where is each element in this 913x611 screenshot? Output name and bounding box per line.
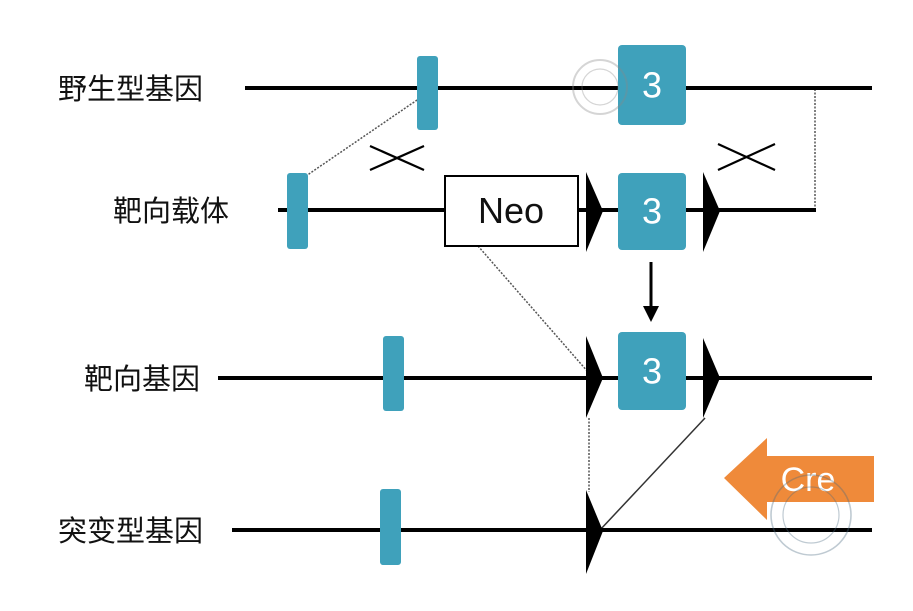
label-mutant-gene: 突变型基因 [58,514,203,548]
svg-text:Neo: Neo [478,190,544,231]
exon-3: 3 [618,332,686,410]
cre-recombinase-arrow: Cre [724,438,874,520]
loxp-site-icon [586,490,603,574]
svg-text:3: 3 [642,351,662,392]
label-targeted-gene: 靶向基因 [84,362,200,396]
exon-small [417,56,438,130]
loxp-site-icon [586,172,603,252]
exon-3: 3 [618,173,686,250]
loxp-site-icon [703,172,720,252]
loxp-site-icon [703,338,720,418]
svg-text:3: 3 [642,65,662,106]
exon-small [287,173,308,249]
guide-line [599,417,706,531]
crossover-icon [369,144,425,172]
arrow-down-icon [643,262,659,322]
label-targeting-vector: 靶向载体 [113,194,229,228]
svg-text:Cre: Cre [781,461,836,499]
guide-line [302,97,421,179]
neo-cassette: Neo [444,175,579,247]
exon-3: 3 [618,45,686,125]
loxp-site-icon [586,336,603,418]
watermark-logo [572,59,852,556]
guide-line [477,245,589,373]
svg-text:3: 3 [642,191,662,232]
exon-small [383,336,404,411]
homology-guides [302,88,816,492]
label-wild-type-gene: 野生型基因 [58,72,203,106]
crossover-icon [717,142,776,172]
exon-small [380,489,401,565]
